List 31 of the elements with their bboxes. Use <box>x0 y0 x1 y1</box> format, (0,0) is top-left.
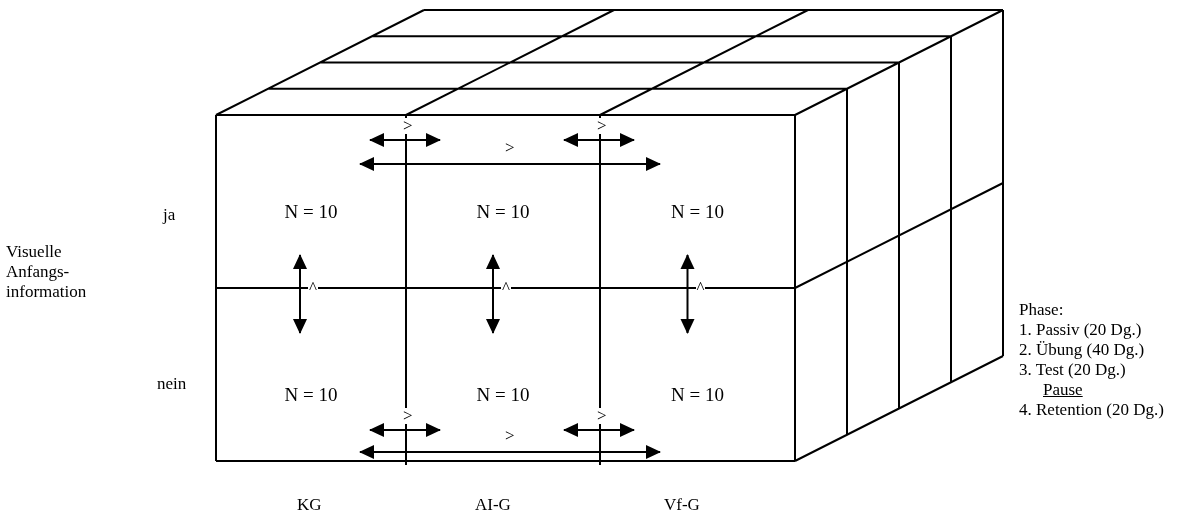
phase-item: 4. Retention (20 Dg.) <box>1019 400 1164 420</box>
double-arrow <box>359 445 661 459</box>
column-label: Vf-G <box>664 495 700 513</box>
double-arrow <box>563 133 635 147</box>
sample-size-text: N = 10 <box>475 384 531 406</box>
sample-size-text: N = 10 <box>283 201 339 223</box>
phase-item: 3. Test (20 Dg.) <box>1019 360 1126 380</box>
double-arrow <box>369 133 441 147</box>
sample-size-text: N = 10 <box>670 384 725 406</box>
axis-label: Visuelle Anfangs-information <box>6 242 88 302</box>
sample-size-text: N = 10 <box>283 384 339 406</box>
pause-note: Pause <box>1043 380 1083 400</box>
double-arrow <box>563 423 635 437</box>
double-arrow <box>293 254 307 334</box>
double-arrow <box>486 254 500 334</box>
double-arrow <box>680 254 695 334</box>
double-arrow <box>369 423 441 437</box>
sample-size-text: N = 10 <box>475 201 531 223</box>
edge-label: > <box>596 408 608 424</box>
phase-item: 2. Übung (40 Dg.) <box>1019 340 1145 360</box>
legend-heading: Phase: <box>1019 300 1064 320</box>
double-arrow <box>359 157 661 171</box>
row-label: ja <box>163 205 176 225</box>
edge-label: > <box>402 408 414 424</box>
edge-label: > <box>596 118 608 134</box>
column-label: KG <box>297 495 322 513</box>
edge-label: > <box>402 118 414 134</box>
phase-item: 1. Passiv (20 Dg.) <box>1019 320 1142 340</box>
row-label: nein <box>157 374 187 394</box>
column-label: AI-G <box>475 495 511 513</box>
sample-size-text: N = 10 <box>670 201 725 223</box>
